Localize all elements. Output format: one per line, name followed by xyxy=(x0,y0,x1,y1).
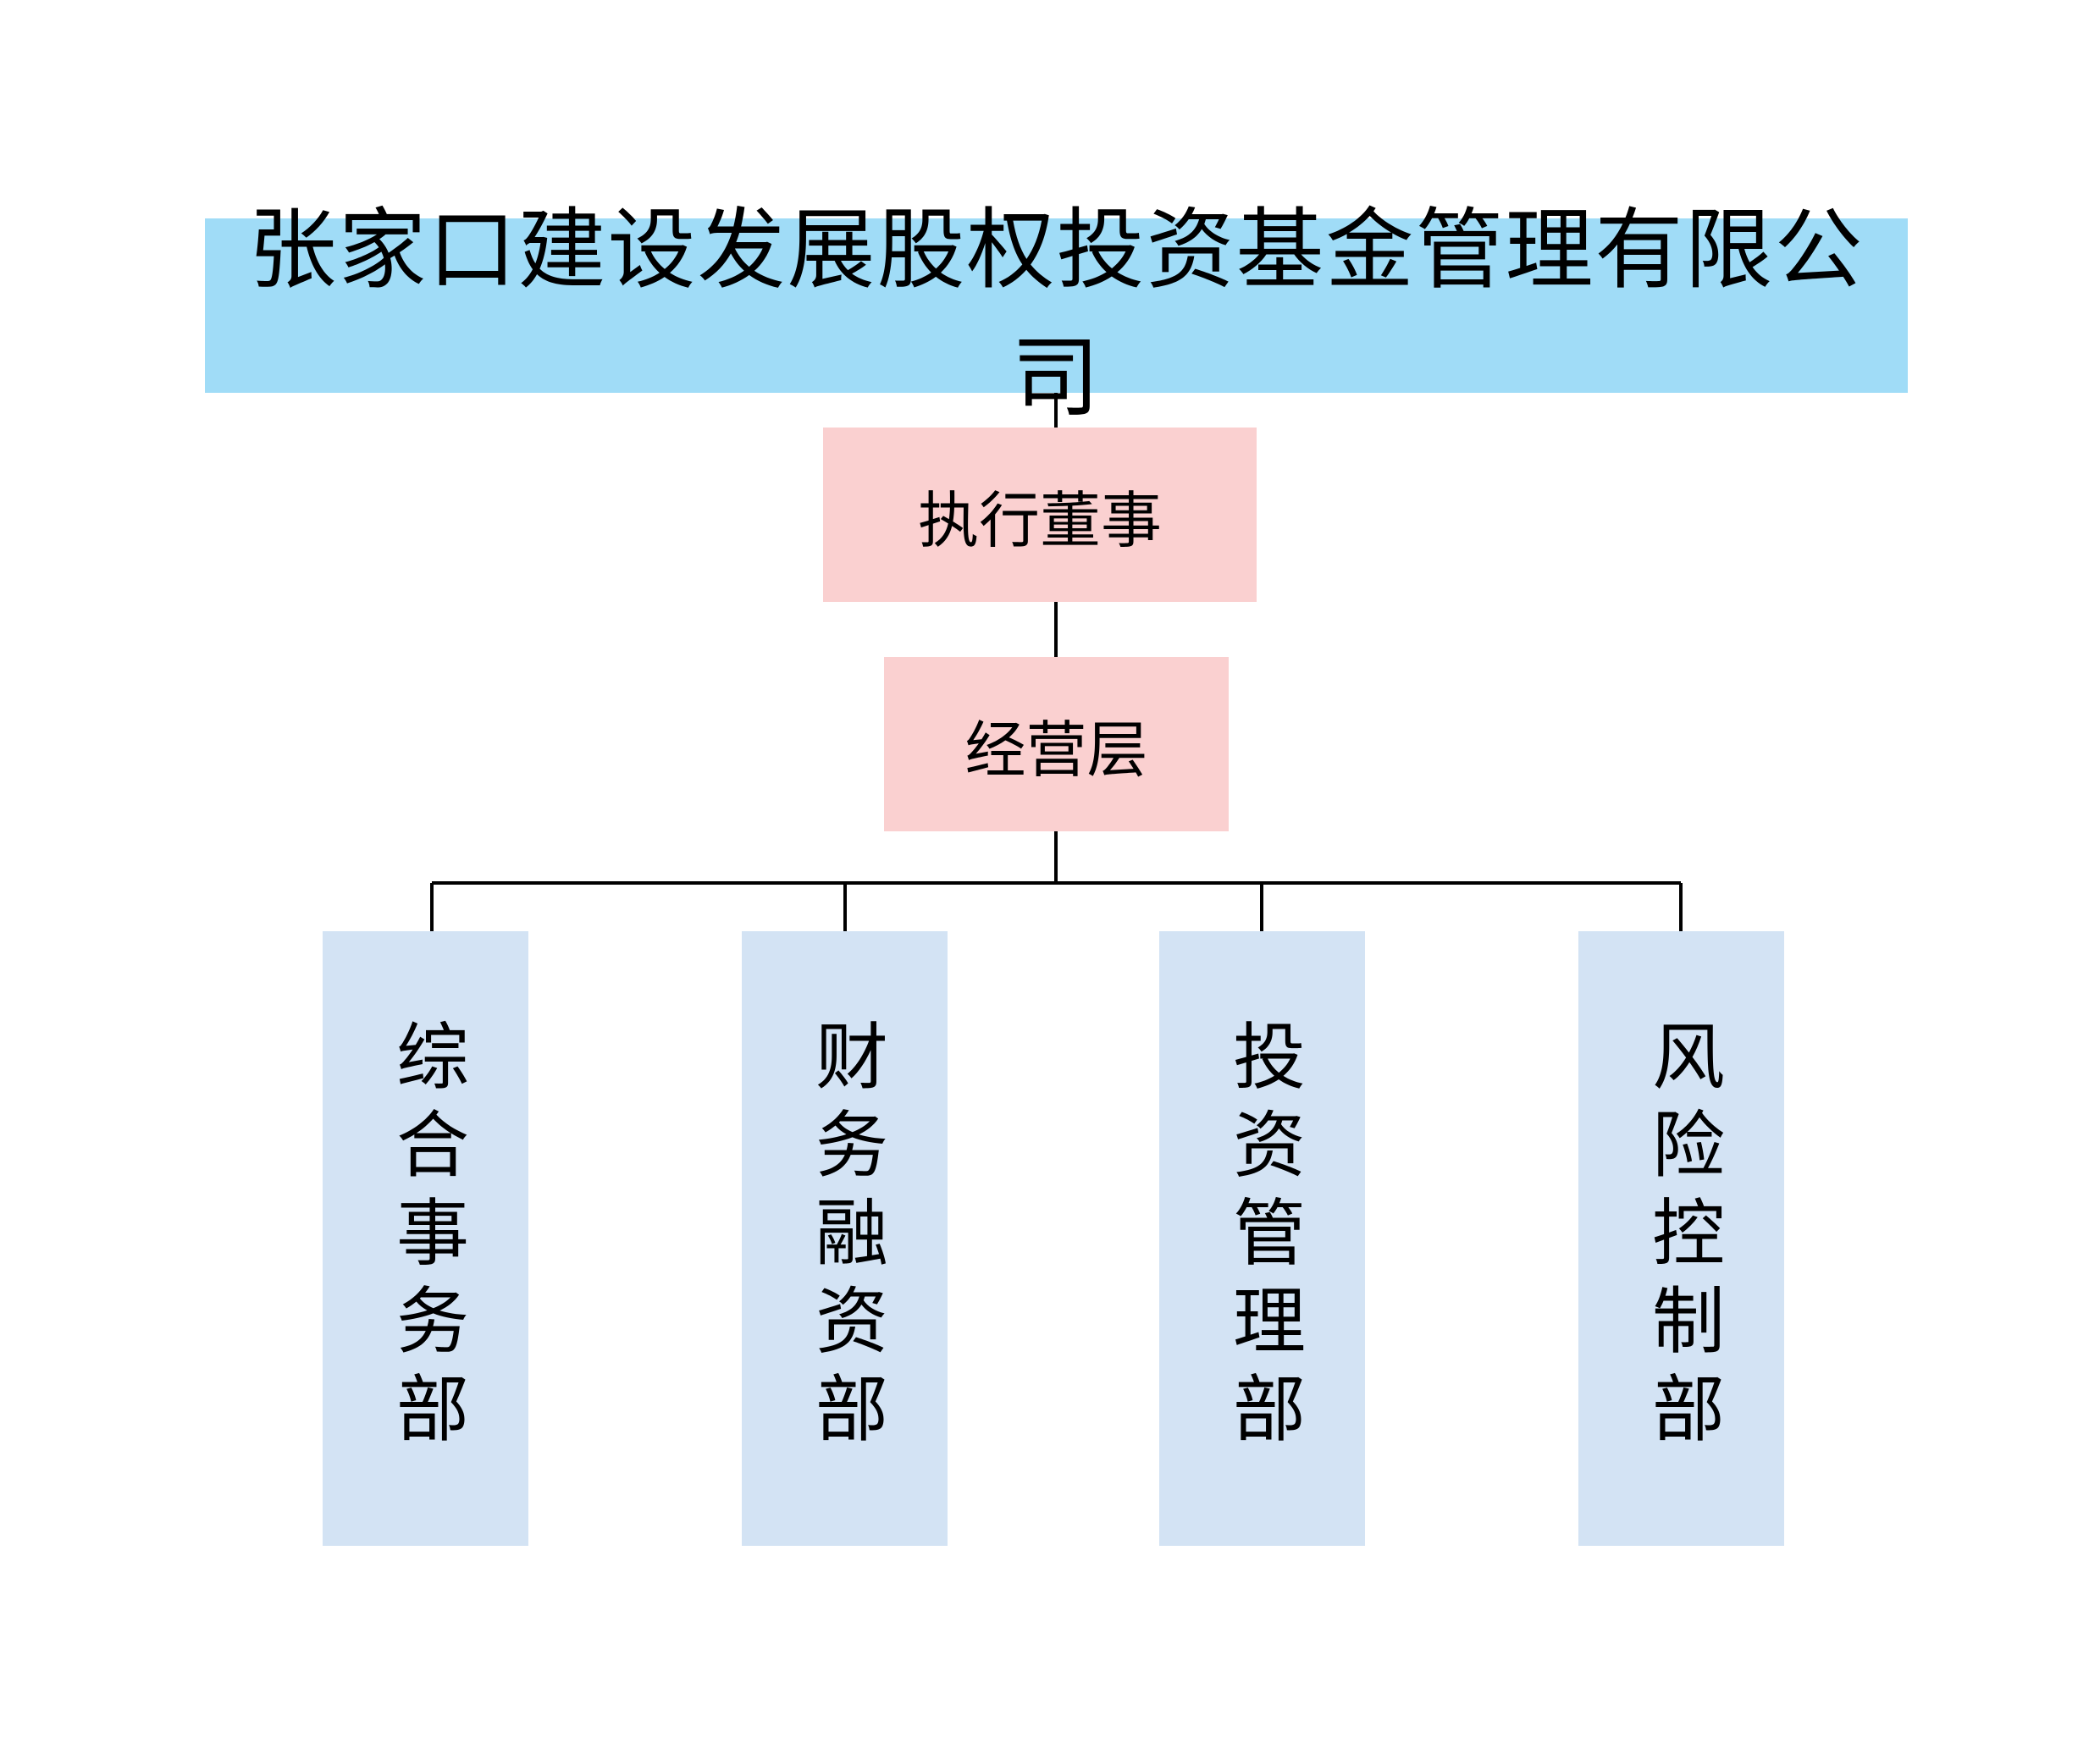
department-label: 综合事务部 xyxy=(383,1018,468,1459)
management-label: 经营层 xyxy=(964,714,1148,786)
company-name: 张家口建设发展股权投资基金管理有限公司 xyxy=(248,198,1865,429)
department-label: 投资管理部 xyxy=(1219,1018,1305,1459)
executive-director-label: 执行董事 xyxy=(917,484,1162,556)
department-node-finance: 财务融资部 xyxy=(742,931,948,1546)
department-label: 财务融资部 xyxy=(802,1018,887,1459)
executive-director-node: 执行董事 xyxy=(823,428,1257,602)
management-node: 经营层 xyxy=(884,657,1229,831)
department-label: 风险控制部 xyxy=(1639,1018,1724,1459)
department-node-risk-control: 风险控制部 xyxy=(1578,931,1784,1546)
department-node-general-affairs: 综合事务部 xyxy=(323,931,528,1546)
company-node: 张家口建设发展股权投资基金管理有限公司 xyxy=(205,198,1908,429)
department-node-investment: 投资管理部 xyxy=(1159,931,1365,1546)
